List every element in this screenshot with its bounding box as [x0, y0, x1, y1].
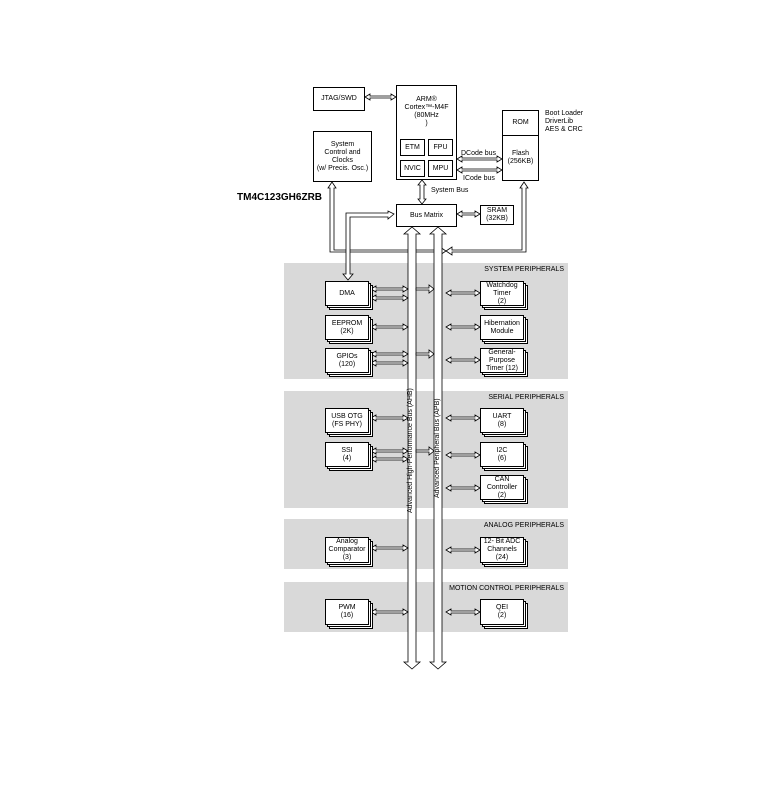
- rom-contents-label: Boot Loader DriverLib AES & CRC: [545, 110, 584, 133]
- nvic-block: NVIC: [400, 160, 425, 177]
- sram-block: SRAM (32KB): [480, 205, 514, 225]
- fpu-block: FPU: [428, 139, 453, 156]
- apb-bus-label: Advanced Peripheral Bus (APB): [434, 398, 441, 498]
- system-bus-label: System Bus: [431, 187, 469, 194]
- serial-peripherals-title: SERIAL PERIPHERALS: [488, 394, 564, 401]
- can-controller-block: CAN Controller (2): [480, 475, 524, 500]
- cpu-label: ARM® Cortex™-M4F (80MHz ): [404, 96, 449, 127]
- chip-name: TM4C123GH6ZRB: [237, 192, 323, 203]
- dcode-bus-label: DCode bus: [461, 150, 497, 157]
- watchdog-timer-block: Watchdog Timer (2): [480, 281, 524, 306]
- motion-peripherals-title: MOTION CONTROL PERIPHERALS: [449, 585, 564, 592]
- rom-block: ROM: [502, 110, 539, 136]
- hibernation-module-block: Hibernation Module: [480, 315, 524, 340]
- flash-block: Flash (256KB): [502, 135, 539, 181]
- gpios-block: GPIOs (120): [325, 348, 369, 373]
- system-peripherals-title: SYSTEM PERIPHERALS: [484, 266, 564, 273]
- i2c-block: I2C (6): [480, 442, 524, 467]
- analog-peripherals-title: ANALOG PERIPHERALS: [483, 522, 564, 529]
- bus-matrix-block: Bus Matrix: [396, 204, 457, 227]
- etm-block: ETM: [400, 139, 425, 156]
- qei-block: QEI (2): [480, 599, 524, 625]
- pwm-block: PWM (16): [325, 599, 369, 625]
- jtag-swd-block: JTAG/SWD: [313, 87, 365, 111]
- system-control-block: System Control and Clocks (w/ Precis. Os…: [313, 131, 372, 182]
- dma-block: DMA: [325, 281, 369, 306]
- gp-timer-block: General- Purpose Timer (12): [480, 348, 524, 373]
- ssi-block: SSI (4): [325, 442, 369, 467]
- adc-block: 12- Bit ADC Channels (24): [480, 537, 524, 563]
- uart-block: UART (8): [480, 408, 524, 433]
- analog-comparator-block: Analog Comparator (3): [325, 537, 369, 563]
- eeprom-block: EEPROM (2K): [325, 315, 369, 340]
- ahb-bus-label: Advanced High-Performance Bus (AHB): [407, 388, 414, 513]
- icode-bus-label: ICode bus: [463, 175, 495, 182]
- usb-otg-block: USB OTG (FS PHY): [325, 408, 369, 433]
- mpu-block: MPU: [428, 160, 453, 177]
